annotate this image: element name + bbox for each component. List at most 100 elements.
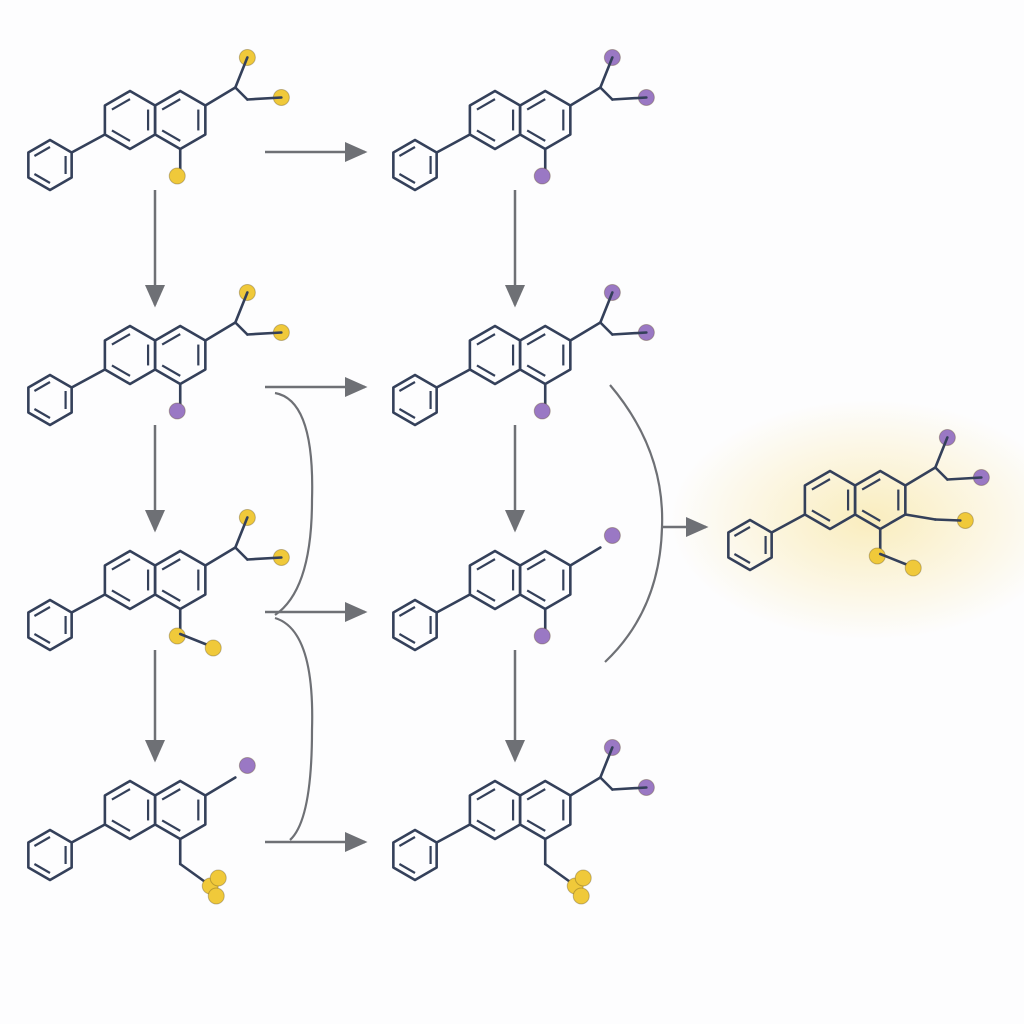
naphthalene-ring-right-double-bond xyxy=(161,558,181,571)
substituent-bond xyxy=(246,556,283,561)
naphthalene-ring-left-double-bond xyxy=(111,589,131,602)
naphthalene-ring-right-double-bond xyxy=(526,364,546,377)
molecule-m6 xyxy=(392,527,621,652)
substituent-bond xyxy=(178,632,212,648)
substituent-bond xyxy=(904,513,937,521)
purple-atom xyxy=(238,757,256,774)
substituent-bond xyxy=(599,86,614,101)
phenyl-ring-double-bond xyxy=(733,526,751,537)
naphthalene-ring-right-double-bond xyxy=(161,788,181,801)
substituent-bond xyxy=(599,776,614,791)
biaryl-bond xyxy=(435,593,472,614)
biaryl-bond xyxy=(70,133,107,154)
naphthalene-ring-right-double-bond xyxy=(526,333,546,346)
naphthalene-ring-left-double-bond xyxy=(811,509,831,522)
substituent-bond xyxy=(234,291,249,324)
phenyl-ring-double-bond xyxy=(398,408,416,419)
naphthalene-ring-left-double-bond xyxy=(476,819,496,832)
naphthalene-ring-left-double-bond xyxy=(476,98,496,111)
phenyl-ring-double-bond xyxy=(398,633,416,644)
gold-atom xyxy=(209,869,227,887)
naphthalene-ring-left-double-bond xyxy=(811,478,831,491)
substituent-bond xyxy=(234,321,249,336)
naphthalene-ring-left-double-bond xyxy=(111,819,131,832)
naphthalene-ring-left-double-bond xyxy=(476,333,496,346)
naphthalene-ring-left-double-bond xyxy=(111,98,131,111)
molecule-m1 xyxy=(27,49,290,192)
substituent-bond xyxy=(204,86,237,107)
substituent-bond xyxy=(178,862,207,884)
substituent-bond xyxy=(569,776,602,797)
substituent-bond xyxy=(934,436,949,469)
substituent-bond xyxy=(934,466,949,481)
substituent-bond xyxy=(234,86,249,101)
purple-atom xyxy=(533,402,551,420)
naphthalene-ring-right-double-bond xyxy=(161,98,181,111)
phenyl-ring-double-bond xyxy=(33,606,51,617)
phenyl-ring-double-bond xyxy=(398,836,416,847)
substituent-bond xyxy=(234,516,249,549)
phenyl-ring-double-bond xyxy=(33,633,51,644)
purple-atom xyxy=(603,527,621,544)
naphthalene-ring-right-double-bond xyxy=(161,333,181,346)
phenyl-ring-double-bond xyxy=(33,173,51,184)
purple-atom xyxy=(533,627,551,645)
gold-atom xyxy=(168,167,186,185)
substituent-bond xyxy=(878,552,912,568)
gold-atom xyxy=(574,869,592,887)
molecule-m2 xyxy=(392,49,655,192)
phenyl-ring-double-bond xyxy=(33,146,51,157)
phenyl-ring-double-bond xyxy=(398,606,416,617)
gold-atom xyxy=(572,887,590,905)
purple-atom xyxy=(533,167,551,185)
naphthalene-ring-left-double-bond xyxy=(476,558,496,571)
biaryl-bond xyxy=(435,133,472,154)
phenyl-ring-double-bond xyxy=(398,173,416,184)
biaryl-bond xyxy=(70,823,107,844)
naphthalene-ring-left-double-bond xyxy=(111,333,131,346)
substituent-bond xyxy=(611,96,648,101)
naphthalene-ring-right-double-bond xyxy=(526,558,546,571)
molecule-m8 xyxy=(392,739,655,905)
biaryl-bond xyxy=(435,368,472,389)
naphthalene-ring-left-double-bond xyxy=(111,558,131,571)
molecule-m5 xyxy=(27,509,290,657)
substituent-bond xyxy=(934,518,962,522)
biaryl-bond xyxy=(70,593,107,614)
substituent-bond xyxy=(246,331,283,336)
naphthalene-ring-right-double-bond xyxy=(526,788,546,801)
naphthalene-ring-right-double-bond xyxy=(161,819,181,832)
gold-atom xyxy=(204,639,222,657)
substituent-bond xyxy=(234,56,249,89)
naphthalene-ring-right-double-bond xyxy=(861,478,881,491)
substituent-bond xyxy=(599,746,614,779)
naphthalene-ring-left-double-bond xyxy=(111,129,131,142)
substituent-bond xyxy=(543,862,572,884)
phenyl-ring-double-bond xyxy=(733,553,751,564)
molecule-m4 xyxy=(392,284,655,427)
biaryl-bond xyxy=(70,368,107,389)
phenyl-ring-double-bond xyxy=(33,408,51,419)
bracket-curve xyxy=(274,616,314,841)
phenyl-ring-double-bond xyxy=(398,381,416,392)
phenyl-ring-double-bond xyxy=(33,836,51,847)
substituent-bond xyxy=(204,776,237,797)
bracket-curve xyxy=(274,391,314,616)
substituent-bond xyxy=(599,56,614,89)
substituent-bond xyxy=(904,466,937,487)
naphthalene-ring-left-double-bond xyxy=(476,129,496,142)
naphthalene-ring-right-double-bond xyxy=(861,509,881,522)
naphthalene-ring-right-double-bond xyxy=(526,589,546,602)
substituent-bond xyxy=(569,321,602,342)
phenyl-ring-double-bond xyxy=(33,863,51,874)
biaryl-bond xyxy=(435,823,472,844)
substituent-bond xyxy=(611,331,648,336)
substituent-bond xyxy=(946,476,983,481)
phenyl-ring-double-bond xyxy=(33,381,51,392)
naphthalene-ring-left-double-bond xyxy=(111,364,131,377)
substituent-bond xyxy=(204,321,237,342)
naphthalene-ring-right-double-bond xyxy=(526,129,546,142)
molecule-m7 xyxy=(27,757,256,905)
